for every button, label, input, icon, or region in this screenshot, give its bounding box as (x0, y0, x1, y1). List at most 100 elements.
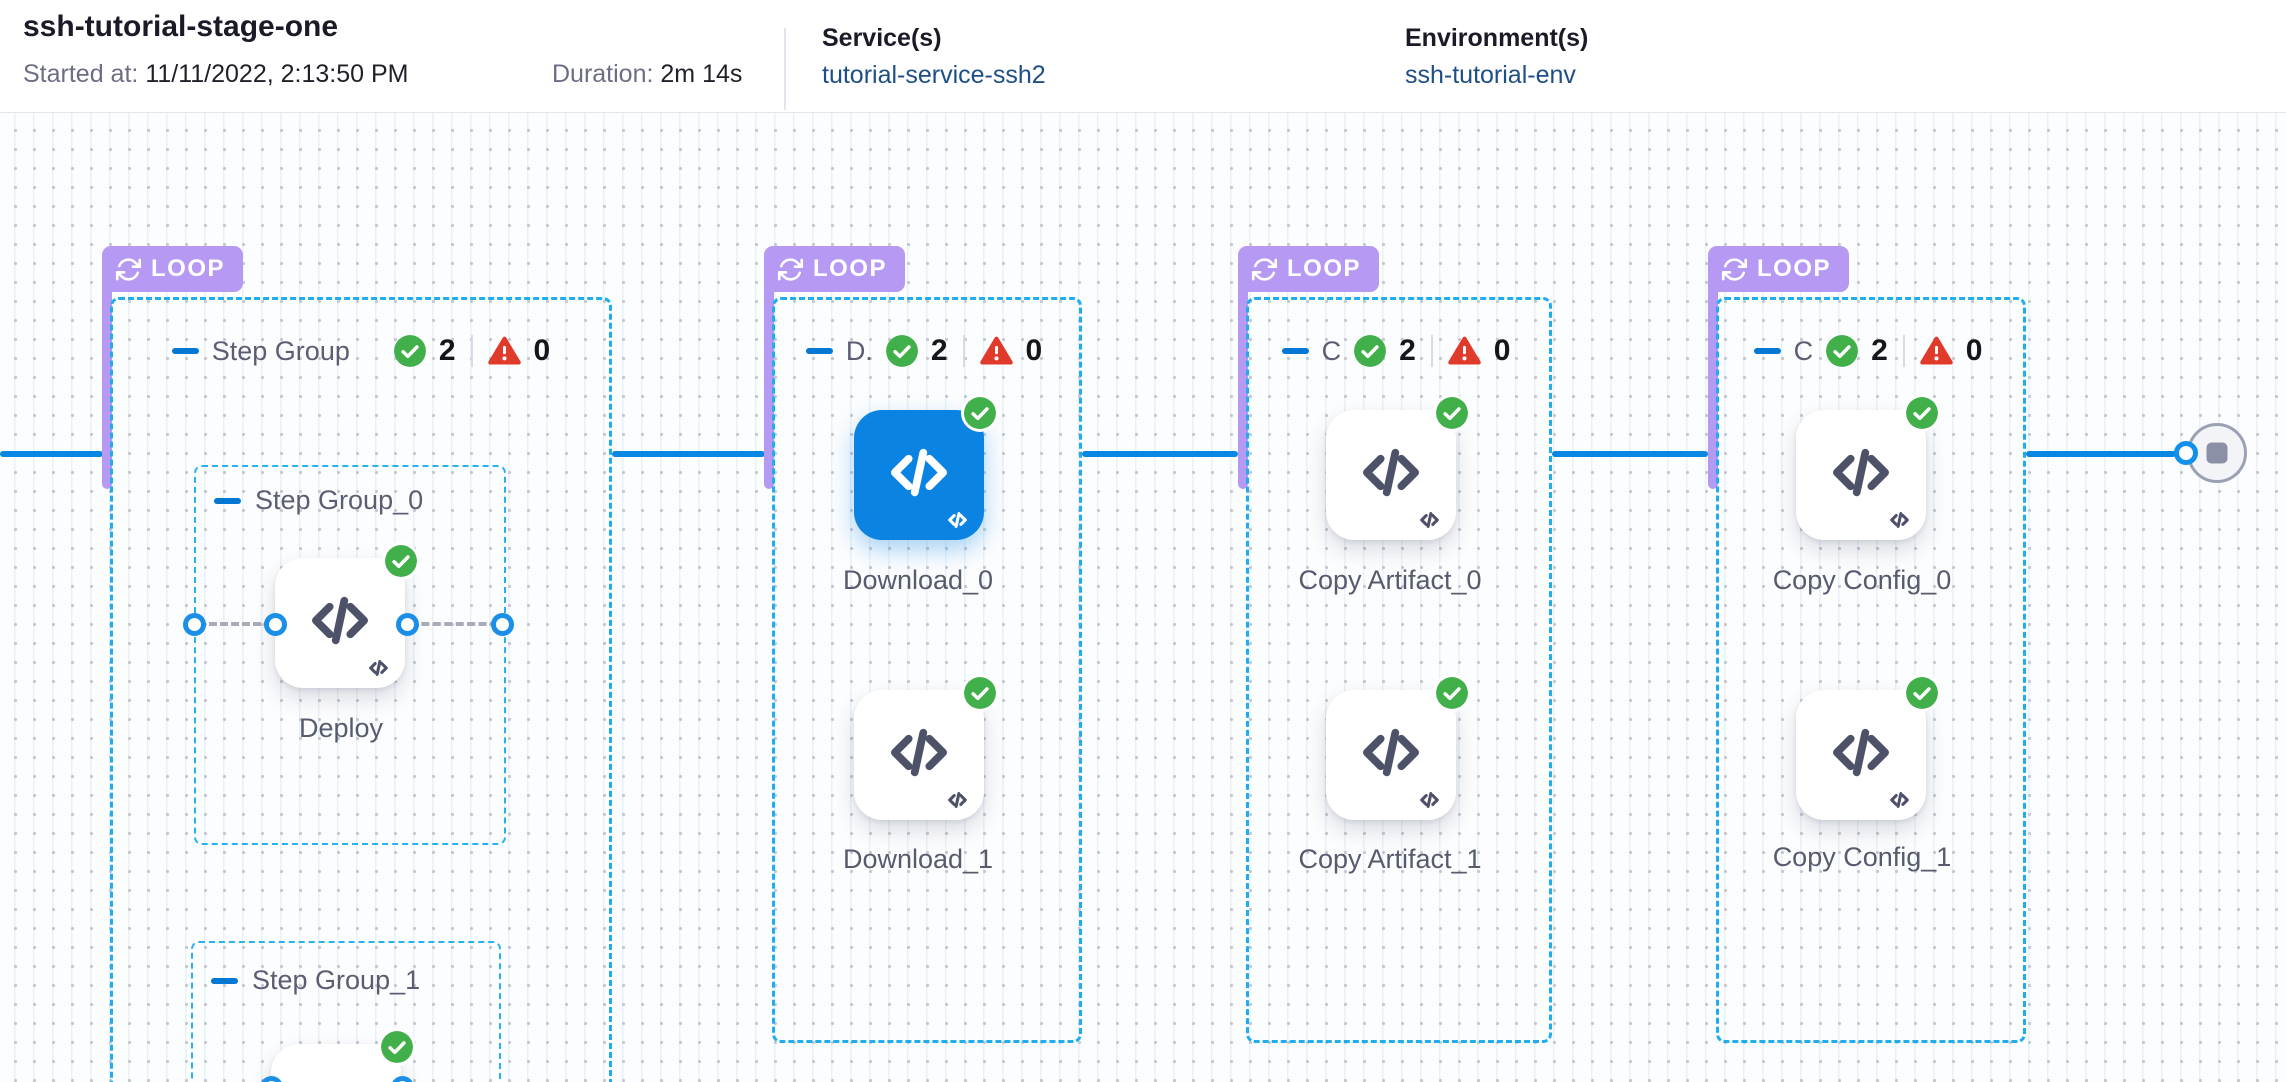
pipeline-link-line (2026, 451, 2176, 457)
node-label-copy-config-0: Copy Config_0 (1772, 565, 1952, 595)
collapse-icon[interactable] (805, 348, 833, 354)
copy-config-group-header: C 2 0 (1716, 334, 2020, 368)
environment-link[interactable]: ssh-tutorial-env (1405, 61, 1576, 89)
node-download-0[interactable] (854, 397, 996, 540)
execution-header: ssh-tutorial-stage-one Started at: 11/11… (0, 0, 2286, 113)
node-copy-artifact-0[interactable] (1326, 397, 1468, 540)
copy-config-group-box[interactable] (1716, 297, 2026, 1043)
connector-dashed-line (198, 622, 272, 626)
success-count-icon (393, 335, 426, 367)
step-group-box[interactable] (110, 297, 612, 1082)
success-check-icon (964, 397, 996, 429)
success-count: 2 (930, 334, 948, 367)
success-check-icon (385, 545, 417, 577)
loop-icon (777, 257, 804, 281)
success-count: 2 (438, 334, 456, 367)
group-label: D. (845, 335, 873, 366)
duration-value: 2m 14s (660, 60, 743, 88)
loop-badge: LOOP (102, 246, 244, 292)
connection-point[interactable] (183, 613, 206, 636)
failed-count: 0 (533, 334, 551, 367)
group-label: Step Group_0 (255, 485, 424, 515)
loop-badge: LOOP (1238, 246, 1380, 292)
collapse-icon[interactable] (214, 497, 241, 504)
code-mini-icon (369, 660, 388, 676)
group-label: Step Group (211, 335, 350, 366)
connector-dashed-line (410, 622, 498, 626)
download-group-box[interactable] (772, 297, 1082, 1043)
loop-badge-label: LOOP (151, 255, 226, 282)
code-mini-icon (948, 512, 967, 528)
node-step-group-1-child[interactable] (271, 1031, 413, 1082)
failed-count: 0 (1965, 334, 1983, 367)
node-label-copy-artifact-1: Copy Artifact_1 (1298, 844, 1482, 874)
stop-icon (2206, 442, 2228, 464)
count-divider (470, 335, 473, 367)
group-label: Step Group_1 (252, 965, 421, 995)
loop-badge: LOOP (1708, 246, 1850, 292)
node-label-download-1: Download_1 (842, 844, 994, 874)
count-divider (1430, 335, 1433, 367)
node-deploy[interactable] (275, 545, 417, 688)
collapse-icon[interactable] (1753, 348, 1781, 354)
loop-icon (115, 257, 142, 281)
collapse-icon[interactable] (211, 977, 238, 984)
count-divider (962, 335, 965, 367)
code-mini-icon (948, 792, 967, 808)
node-label-deploy: Deploy (298, 713, 384, 743)
collapse-icon[interactable] (171, 348, 199, 354)
service-link[interactable]: tutorial-service-ssh2 (822, 61, 1046, 89)
loop-ribbon-strip (102, 289, 112, 489)
failed-count-icon (487, 336, 521, 365)
loop-badge: LOOP (764, 246, 906, 292)
node-copy-artifact-1[interactable] (1326, 677, 1468, 820)
connection-point[interactable] (396, 613, 419, 636)
success-count-icon (885, 335, 918, 367)
node-label-download-0: Download_0 (842, 565, 994, 595)
code-mini-icon (1890, 792, 1909, 808)
code-icon (891, 448, 947, 497)
loop-icon (1251, 257, 1278, 281)
success-check-icon (1436, 677, 1468, 709)
success-check-icon (381, 1031, 413, 1063)
success-check-icon (1906, 397, 1938, 429)
started-at-value: 11/11/2022, 2:13:50 PM (145, 60, 409, 88)
code-icon (312, 596, 368, 645)
copy-artifact-group-box[interactable] (1246, 297, 1552, 1043)
code-icon (1833, 728, 1889, 777)
environments-label: Environment(s) (1405, 24, 1589, 52)
success-check-icon (1436, 397, 1468, 429)
pipeline-link-line (1552, 451, 1708, 457)
loop-icon (1721, 257, 1748, 281)
pipeline-canvas[interactable]: LOOP LOOP LOOP LOOP Step Group 2 0 D. 2 (0, 113, 2286, 1082)
started-at: Started at: 11/11/2022, 2:13:50 PM (23, 60, 408, 89)
success-count-icon (1354, 335, 1387, 367)
group-label: C (1793, 335, 1814, 366)
success-check-icon (1906, 677, 1938, 709)
step-group-1-box[interactable] (191, 941, 501, 1082)
loop-ribbon-strip (764, 289, 774, 489)
code-icon (891, 728, 947, 777)
connection-point[interactable] (491, 613, 514, 636)
failed-count: 0 (1493, 334, 1511, 367)
code-mini-icon (1420, 792, 1439, 808)
loop-badge-label: LOOP (813, 255, 888, 282)
loop-ribbon-strip (1238, 289, 1248, 489)
node-copy-config-1[interactable] (1796, 677, 1938, 820)
failed-count-icon (1920, 336, 1953, 365)
step-group-header: Step Group 2 0 (110, 334, 612, 368)
connection-point[interactable] (264, 613, 287, 636)
download-group-header: D. 2 0 (772, 334, 1076, 368)
step-group-0-header: Step Group_0 (214, 485, 423, 516)
code-mini-icon (1420, 512, 1439, 528)
step-group-0-box[interactable] (194, 465, 506, 845)
node-download-1[interactable] (854, 677, 996, 820)
loop-ribbon-strip (1708, 289, 1718, 489)
end-connection-point[interactable] (2174, 441, 2198, 465)
collapse-icon[interactable] (1281, 348, 1309, 354)
node-copy-config-0[interactable] (1796, 397, 1938, 540)
failed-count-icon (979, 336, 1013, 365)
pipeline-link-line (612, 451, 765, 457)
success-count-icon (1826, 335, 1859, 367)
code-icon (1363, 728, 1419, 777)
